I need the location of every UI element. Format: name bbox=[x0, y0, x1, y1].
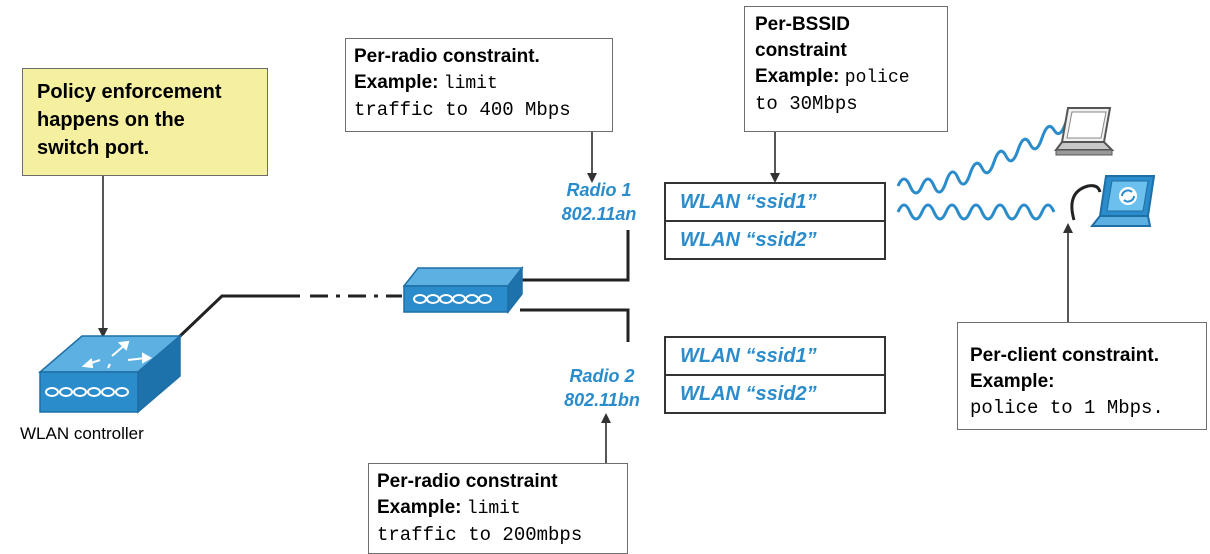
radio1-name: Radio 1 bbox=[566, 180, 632, 200]
laptop-icon bbox=[1054, 107, 1115, 156]
policy-enforcement-note: Policy enforcement happens on the switch… bbox=[22, 68, 268, 176]
radio2-example-label: Example: bbox=[377, 497, 462, 518]
radio1-standard: 802.11an bbox=[561, 204, 637, 224]
radio2-example-code-1: limit bbox=[466, 499, 521, 519]
radio2-example-code-2: traffic to 200mbps bbox=[377, 524, 583, 546]
wireless-client-laptop-icon bbox=[1070, 175, 1156, 227]
radio1-label: Radio 1 802.11an bbox=[554, 178, 644, 226]
bssid-example-label: Example: bbox=[755, 66, 840, 87]
radio1-example-label: Example: bbox=[354, 72, 439, 93]
bssid-example-code-1: police bbox=[844, 68, 910, 88]
bssid-constraint-title-2: constraint bbox=[755, 40, 847, 61]
radio-wave-top bbox=[896, 121, 1068, 195]
bssid-constraint-box: Per-BSSID constraint Example: police to … bbox=[744, 6, 948, 132]
controller-uplink bbox=[176, 294, 300, 340]
policy-note-line-1: Policy enforcement bbox=[37, 81, 222, 103]
access-point-icon bbox=[402, 265, 524, 315]
client-constraint-box: Per-client constraint. Example: police t… bbox=[957, 322, 1207, 430]
policy-note-line-2: happens on the bbox=[37, 109, 185, 131]
radio1-example-code-2: traffic to 400 Mbps bbox=[354, 99, 571, 121]
radio2-label: Radio 2 802.11bn bbox=[554, 364, 650, 412]
radio1-constraint-title: Per-radio constraint. bbox=[354, 46, 540, 67]
radio1-constraint-box: Per-radio constraint. Example: limit tra… bbox=[345, 38, 613, 132]
radio1-link bbox=[520, 230, 630, 282]
wlan-controller-label: WLAN controller bbox=[20, 424, 144, 443]
radio2-wlan-ssid2: WLAN “ssid2” bbox=[664, 374, 886, 414]
client-constraint-title: Per-client constraint. bbox=[970, 345, 1159, 366]
bssid-example-code-2: to 30Mbps bbox=[755, 93, 858, 115]
bssid-constraint-title-1: Per-BSSID bbox=[755, 14, 851, 35]
radio2-link bbox=[520, 308, 630, 342]
radio2-standard: 802.11bn bbox=[564, 390, 640, 410]
radio-wave-bottom bbox=[896, 203, 1056, 221]
wlan-controller-icon bbox=[37, 334, 183, 414]
radio2-wlan-ssid1: WLAN “ssid1” bbox=[664, 336, 886, 376]
policy-note-line-3: switch port. bbox=[37, 137, 150, 159]
radio2-constraint-box: Per-radio constraint Example: limit traf… bbox=[368, 463, 628, 554]
radio1-example-code-1: limit bbox=[443, 74, 498, 94]
radio2-name: Radio 2 bbox=[569, 366, 635, 386]
client-example-code: police to 1 Mbps. bbox=[970, 397, 1164, 419]
radio1-wlan-ssid2: WLAN “ssid2” bbox=[664, 220, 886, 260]
radio1-wlan-ssid1: WLAN “ssid1” bbox=[664, 182, 886, 222]
radio2-constraint-title: Per-radio constraint bbox=[377, 471, 558, 492]
client-example-label: Example: bbox=[970, 371, 1055, 392]
